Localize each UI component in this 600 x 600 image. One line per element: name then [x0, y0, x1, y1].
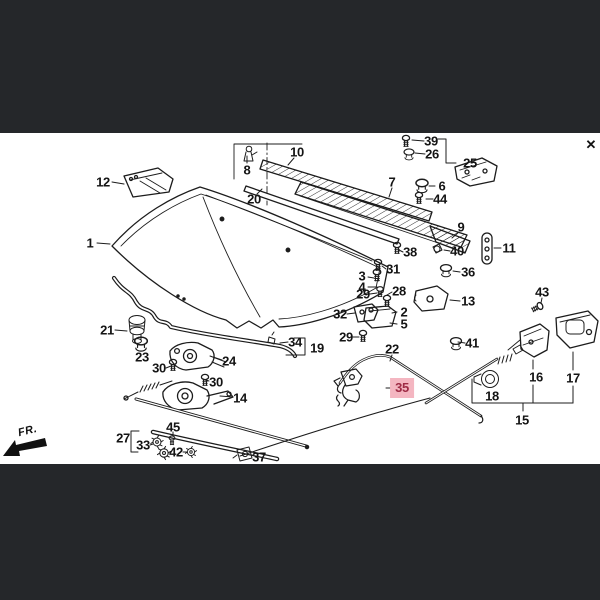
part-label-25[interactable]: 25: [463, 155, 477, 171]
part-label-44[interactable]: 44: [433, 191, 447, 207]
part-label-37[interactable]: 37: [252, 449, 266, 465]
part-label-36[interactable]: 36: [461, 264, 475, 280]
part-label-26[interactable]: 26: [425, 146, 439, 162]
part-label-24[interactable]: 24: [222, 353, 236, 369]
part-label-6[interactable]: 6: [438, 178, 446, 194]
part-label-29a[interactable]: 29: [356, 286, 370, 302]
close-button[interactable]: ✕: [585, 137, 597, 152]
part-label-18[interactable]: 18: [485, 388, 499, 404]
part-label-20[interactable]: 20: [247, 191, 261, 207]
part-label-12[interactable]: 12: [96, 174, 110, 190]
part-label-4[interactable]: 4: [358, 279, 366, 295]
part-label-28[interactable]: 28: [392, 283, 406, 299]
part-label-42[interactable]: 42: [169, 444, 183, 460]
part-label-35[interactable]: 35: [390, 378, 414, 398]
part-label-43[interactable]: 43: [535, 284, 549, 300]
letterbox-bottom: [0, 464, 600, 600]
part-label-45[interactable]: 45: [166, 419, 180, 435]
part-label-41[interactable]: 41: [465, 335, 479, 351]
part-label-30a[interactable]: 30: [152, 360, 166, 376]
part-label-5[interactable]: 5: [400, 316, 408, 332]
part-label-8[interactable]: 8: [243, 162, 251, 178]
part-label-1[interactable]: 1: [86, 235, 94, 251]
part-label-15[interactable]: 15: [515, 412, 529, 428]
part-label-10[interactable]: 10: [290, 144, 304, 160]
part-label-23[interactable]: 23: [135, 349, 149, 365]
part-label-22[interactable]: 22: [385, 341, 399, 357]
part-label-16[interactable]: 16: [529, 369, 543, 385]
part-label-3[interactable]: 3: [358, 268, 366, 284]
letterbox-top: [0, 0, 600, 133]
part-label-40[interactable]: 40: [450, 243, 464, 259]
part-label-31[interactable]: 31: [386, 261, 400, 277]
part-label-33[interactable]: 33: [136, 437, 150, 453]
part-label-39[interactable]: 39: [424, 133, 438, 149]
part-label-2[interactable]: 2: [400, 304, 408, 320]
part-label-30b[interactable]: 30: [209, 374, 223, 390]
part-label-9[interactable]: 9: [457, 219, 465, 235]
part-label-32[interactable]: 32: [333, 306, 347, 322]
part-label-14[interactable]: 14: [233, 390, 247, 406]
part-label-13[interactable]: 13: [461, 293, 475, 309]
part-label-7[interactable]: 7: [388, 174, 396, 190]
part-label-29b[interactable]: 29: [339, 329, 353, 345]
part-label-19[interactable]: 19: [310, 340, 324, 356]
part-label-38[interactable]: 38: [403, 244, 417, 260]
part-label-17[interactable]: 17: [566, 370, 580, 386]
part-label-27[interactable]: 27: [116, 430, 130, 446]
fr-arrow-icon: [3, 438, 47, 456]
part-label-34[interactable]: 34: [288, 334, 302, 350]
part-label-21[interactable]: 21: [100, 322, 114, 338]
part-label-11[interactable]: 11: [502, 240, 516, 256]
